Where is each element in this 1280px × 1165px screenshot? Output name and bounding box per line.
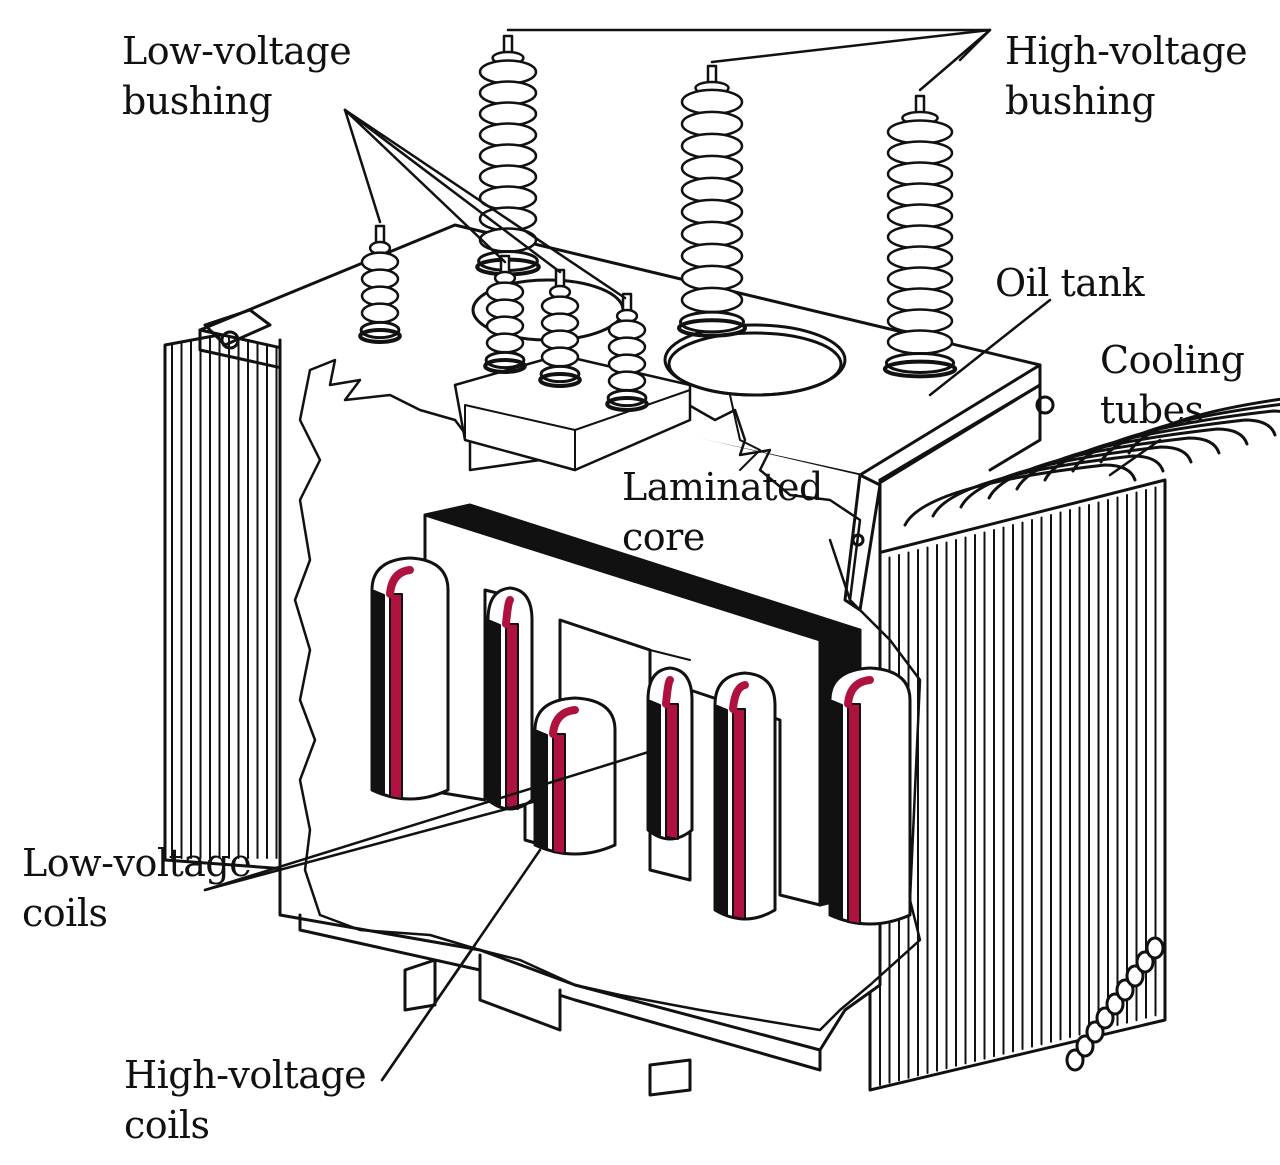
- tube-loop: [1127, 397, 1280, 455]
- coil: [713, 671, 777, 921]
- lv-bushing-1: [358, 224, 402, 344]
- tube-loop: [1043, 418, 1277, 482]
- tube-end: [1095, 1006, 1115, 1030]
- tube-end: [1125, 964, 1145, 988]
- coil: [828, 666, 912, 926]
- label-oil-tank: Oil tank: [995, 261, 1144, 305]
- tube-end: [1075, 1034, 1095, 1058]
- hv-bushing-3: [882, 94, 958, 379]
- label-high-voltage-coils: High-voltage coils: [124, 1053, 367, 1147]
- tube-end: [1145, 936, 1165, 960]
- hv-bushing-1: [475, 34, 541, 277]
- lv-bushing-4: [605, 292, 649, 412]
- tube-end: [1085, 1020, 1105, 1044]
- tube-loop: [1071, 409, 1280, 473]
- lv-bushing-3: [538, 268, 582, 388]
- left-cooling-tubes: [163, 318, 302, 872]
- tube-loop: [1099, 402, 1280, 464]
- bushings-group: [358, 34, 958, 412]
- tube-loop: [1015, 427, 1249, 491]
- tube-end: [1115, 978, 1135, 1002]
- coil: [370, 556, 450, 801]
- right-cooling-tubes: [868, 397, 1280, 1092]
- coil: [646, 666, 694, 841]
- leader-lines: [203, 28, 1162, 1082]
- label-low-voltage-bushing: Low-voltage bushing: [122, 29, 352, 123]
- coils-group: [370, 556, 912, 926]
- tube-end: [1065, 1048, 1085, 1072]
- tube-end: [1105, 992, 1125, 1016]
- label-high-voltage-bushing: High-voltage bushing: [1005, 29, 1248, 123]
- coil: [533, 696, 617, 856]
- label-cooling-tubes: Cooling tubes: [1100, 338, 1245, 432]
- lv-bushing-2: [483, 254, 527, 374]
- label-low-voltage-coils: Low-voltage coils: [22, 841, 252, 935]
- coil: [486, 586, 534, 811]
- tube-end: [1135, 950, 1155, 974]
- label-laminated-core: Laminated core: [622, 465, 823, 559]
- hv-bushing-2: [677, 64, 747, 338]
